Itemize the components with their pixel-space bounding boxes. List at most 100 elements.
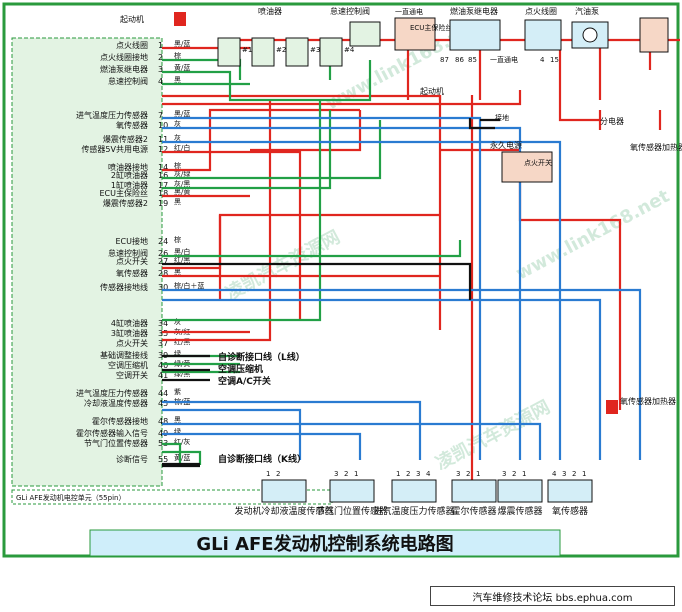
relay-pin-85: 85	[468, 56, 477, 64]
injector-group: #1 #2 #3 #4	[217, 37, 355, 67]
sensor-pin: 2	[406, 470, 410, 478]
ecu-pin-number: 40	[158, 361, 168, 370]
ecu-pin-wire-color: 绿	[174, 349, 181, 358]
injector-1-label: #1	[242, 46, 252, 54]
sensor-pin: 1	[522, 470, 526, 478]
injector-3-label: #3	[310, 46, 320, 54]
ecu-pin-label: 节气门位置传感器	[84, 438, 148, 448]
ecu-pin-number: 4	[158, 77, 163, 86]
ecu-pin-number: 11	[158, 135, 168, 144]
ign-switch-label: 点火开关	[524, 158, 552, 167]
ecu-pin-number: 44	[158, 389, 168, 398]
fuel-pump-relay-box	[449, 19, 501, 51]
ecu-pin-number: 30	[158, 283, 168, 292]
ecu-pin-label: 氧传感器	[116, 268, 148, 278]
sensor-pin: 1	[354, 470, 358, 478]
ecu-pin-number: 12	[158, 145, 168, 154]
ecu-pin-label: 2缸喷油器	[111, 170, 148, 180]
ecu-pin-label: 点火线圈	[116, 40, 148, 50]
footer-forum-link[interactable]: 汽车维修技术论坛 bbs.ephua.com	[430, 586, 675, 606]
starter-label: 起动机	[120, 14, 144, 24]
wire-red	[162, 95, 600, 500]
sensor-pin: 3	[334, 470, 338, 478]
fuel-pump-relay-label: 燃油泵继电器	[450, 6, 498, 16]
sensor-pin: 3	[456, 470, 460, 478]
ecu-pin-label: 进气温度压力传感器	[76, 110, 148, 120]
direct-power-label: 一直通电	[395, 7, 423, 16]
ecu-pin-number: 3	[158, 65, 163, 74]
ecu-pin-wire-color: 棕	[174, 161, 181, 170]
diag-k-label: 自诊断接口线（K线）	[218, 453, 306, 465]
ecu-pin-label: 点火线圈接地	[100, 52, 148, 62]
ecu-pin-number: 1	[158, 41, 163, 50]
sensor-name: 氧传感器	[552, 505, 588, 517]
watermark-url: www.link168.net	[512, 186, 673, 285]
sensor-pin: 2	[512, 470, 516, 478]
permanent-power-label: 永久电源	[490, 140, 522, 150]
ecu-pin-number: 27	[158, 257, 168, 266]
o2-heater-label: 氧传感器加热器	[630, 142, 682, 152]
starter-label-2: 起动机	[420, 86, 444, 96]
distributor-label: 分电器	[600, 116, 624, 126]
ecu-pin-number: 16	[158, 171, 168, 180]
ecu-pin-wire-color: 绿	[174, 427, 181, 436]
ecu-pin-number: 10	[158, 121, 168, 130]
ecu-pin-label: 诊断信号	[116, 454, 148, 464]
ecu-pin-wire-color: 黑	[174, 198, 181, 206]
ac-switch-label: 空调A/C开关	[218, 375, 271, 387]
output-labels: 自诊断接口线（L线） 空调压缩机 空调A/C开关 自诊断接口线（K线）	[218, 351, 306, 465]
ecu-pin-label: 霍尔传感器输入信号	[76, 428, 148, 438]
diag-l-label: 自诊断接口线（L线）	[218, 351, 305, 363]
sensor-pin: 3	[416, 470, 420, 478]
ecu-pin-wire-color: 黄/蓝	[174, 63, 190, 72]
ecu-pin-wire-color: 紫	[174, 388, 181, 396]
ecu-pin-number: 19	[158, 199, 168, 208]
ecu-block	[11, 37, 163, 487]
sensor-pin: 1	[582, 470, 586, 478]
sensor-box	[451, 479, 497, 503]
fuel-pump-label: 汽油泵	[575, 6, 599, 16]
ecu-pin-wire-color: 黑	[174, 76, 181, 84]
sensor-pin: 1	[476, 470, 480, 478]
ecu-pin-label: 1缸喷油器	[111, 180, 148, 190]
title-bar	[89, 529, 561, 557]
ecu-pin-label: 空调开关	[116, 370, 148, 380]
ecu-pin-label: 空调压缩机	[108, 360, 148, 370]
ecu-pin-wire-color: 黑/黄	[174, 187, 190, 196]
sensor-pin: 2	[344, 470, 348, 478]
sensor-pin: 2	[466, 470, 470, 478]
ecu-pin-wire-color: 黑/蓝	[174, 39, 190, 48]
injector-4-label: #4	[344, 46, 355, 54]
ecu-pin-label: 点火开关	[116, 256, 148, 266]
sensor-box	[547, 479, 593, 503]
sensor-pin: 1	[266, 470, 270, 478]
watermark-text: 凌凯汽车资源网	[222, 226, 344, 305]
ign-switch-box	[501, 151, 553, 183]
ecu-pin-number: 34	[158, 319, 168, 328]
ecu-pin-number: 35	[158, 329, 168, 338]
wires	[162, 38, 680, 500]
ecu-pin-label: 传感器接地线	[100, 282, 148, 292]
ecu-pin-label: ECU主保险丝	[100, 188, 149, 198]
ecu-relay-box	[394, 17, 436, 51]
ignition-coil-label: 点火线圈	[525, 6, 557, 16]
ecu-pin-label: 燃油泵继电器	[100, 64, 148, 74]
ground-label: 接地	[495, 113, 509, 122]
ecu-pin-wire-color: 棕/白＋蓝	[174, 281, 204, 290]
circuit-svg: 凌凯汽车资源网 凌凯汽车资源网 凌凯汽车资源网 www.link168.net …	[2, 2, 682, 558]
wire-black	[162, 354, 210, 466]
ac-comp-label: 空调压缩机	[218, 363, 263, 375]
ecu-pin-wire-color: 灰/绿	[174, 169, 190, 178]
wire-red	[162, 90, 662, 130]
sensor-pin: 2	[276, 470, 280, 478]
ecu-pin-number: 28	[158, 269, 168, 278]
ecu-pin-wire-color: 黑/蓝	[174, 109, 190, 118]
o2-heater-label-2: 氧传感器加热器	[620, 396, 676, 406]
ecu-pin-number: 7	[158, 111, 163, 120]
sensor-box	[329, 479, 375, 503]
coil-pin-15: 15	[550, 56, 559, 64]
ecu-pin-label: 霍尔传感器接地	[92, 416, 148, 426]
ecu-pin-label: 4缸喷油器	[111, 318, 148, 328]
